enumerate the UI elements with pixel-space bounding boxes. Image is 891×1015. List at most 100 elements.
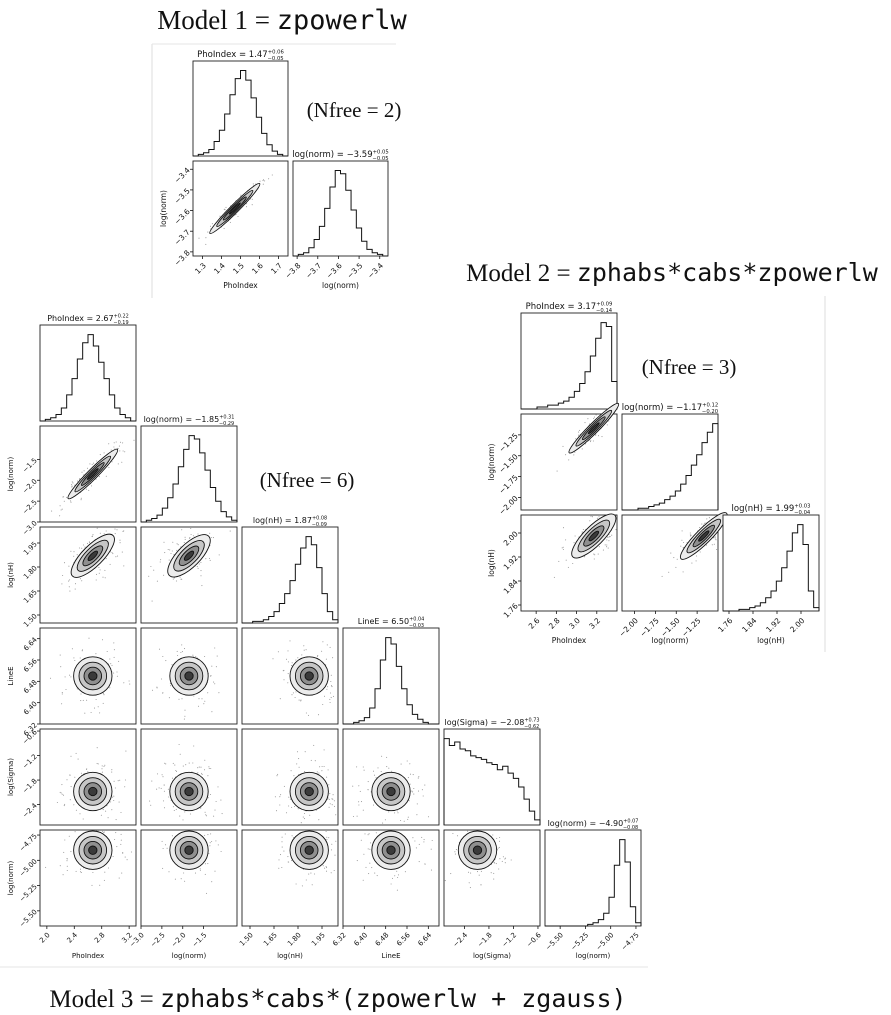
- y-tick-label: −3.8: [173, 248, 192, 267]
- parameter-title-main: log(norm) = −1.85: [144, 415, 220, 424]
- scatter-point: [111, 664, 113, 666]
- scatter-point: [606, 424, 608, 426]
- parameter-title-main: log(nH) = 1.87: [253, 516, 312, 525]
- y-tick-label: 2.00: [502, 529, 520, 547]
- x-axis-label: log(nH): [277, 952, 303, 960]
- scatter-point: [294, 696, 296, 699]
- scatter-point: [356, 766, 358, 768]
- model2-heading: Model 2 = zphabs*cabs*zpowerlw: [466, 258, 879, 287]
- x-tick-label: −5.25: [569, 931, 590, 952]
- scatter-point: [184, 715, 186, 717]
- scatter-point: [364, 833, 366, 835]
- scatter-point: [102, 809, 104, 811]
- scatter-point: [313, 744, 315, 746]
- scatter-point: [76, 480, 79, 482]
- x-ticks: −2.00−1.75−1.50−1.25: [617, 611, 703, 639]
- scatter-point: [106, 650, 108, 653]
- scatter-point: [326, 836, 328, 838]
- scatter-point: [208, 557, 211, 559]
- x-tick-label: −4.75: [620, 931, 641, 952]
- scatter-point: [170, 685, 172, 687]
- scatter-point: [201, 773, 203, 776]
- scatter-point: [120, 839, 122, 841]
- scatter-point: [160, 678, 163, 680]
- scatter-point: [211, 223, 213, 225]
- scatter-point: [321, 770, 323, 772]
- scatter-point: [71, 481, 73, 483]
- scatter-point: [386, 766, 388, 768]
- scatter-point: [310, 759, 312, 761]
- scatter-point: [455, 849, 457, 851]
- scatter-point: [175, 770, 178, 773]
- scatter-point: [367, 788, 369, 791]
- scatter-point: [403, 820, 405, 822]
- scatter-point: [293, 805, 296, 808]
- scatter-point: [303, 812, 306, 815]
- histogram-log(Sigma): [443, 738, 541, 825]
- scatter-point: [113, 442, 115, 444]
- scatter-point: [111, 551, 113, 554]
- panel-1-1: log(norm) = −3.59+0.05−0.05−3.8−3.7−3.6−…: [283, 150, 389, 291]
- scatter-point: [171, 664, 173, 666]
- scatter-point: [565, 559, 567, 561]
- y-tick-label: −2.5: [21, 498, 39, 516]
- parameter-title-plus: +0.73: [524, 718, 539, 724]
- scatter-point: [64, 803, 66, 805]
- scatter-point: [109, 687, 111, 689]
- scatter-point: [386, 756, 388, 758]
- scatter-point: [79, 871, 82, 873]
- scatter-point: [70, 676, 72, 678]
- scatter-point: [368, 833, 370, 835]
- scatter-point: [122, 442, 124, 444]
- scatter-point: [681, 539, 683, 541]
- scatter-point: [608, 420, 610, 422]
- scatter-point: [562, 527, 565, 529]
- scatter-point: [362, 766, 364, 768]
- parameter-title-minus: −0.29: [219, 421, 234, 427]
- parameter-title-minus: −0.04: [794, 510, 811, 516]
- x-axis-label: log(norm): [652, 636, 689, 645]
- scatter-point: [99, 712, 101, 714]
- scatter-point: [215, 840, 217, 842]
- parameter-title-minus: −0.08: [623, 825, 638, 831]
- scatter-point: [280, 794, 282, 796]
- scatter-point: [300, 700, 302, 702]
- scatter-point: [156, 788, 158, 790]
- x-tick-label: −0.6: [525, 931, 543, 949]
- scatter-point: [183, 541, 185, 544]
- scatter-point: [327, 686, 329, 688]
- x-tick-label: 1.84: [740, 616, 758, 634]
- scatter-point: [198, 698, 200, 700]
- scatter-point: [303, 818, 306, 820]
- scatter-point: [105, 475, 107, 477]
- scatter-point: [390, 883, 392, 885]
- scatter-point: [194, 872, 197, 874]
- scatter-point: [73, 551, 75, 553]
- scatter-point: [281, 841, 283, 843]
- scatter-point: [80, 497, 82, 499]
- scatter-point: [574, 535, 576, 537]
- scatter-point: [596, 517, 598, 519]
- scatter-point: [325, 867, 328, 869]
- y-tick-label: 6.48: [22, 679, 39, 696]
- scatter-point: [150, 804, 152, 806]
- parameter-title-main: log(norm) = −4.90: [548, 819, 624, 828]
- scatter-point: [65, 688, 67, 691]
- scatter-point: [185, 764, 187, 766]
- scatter-point: [109, 658, 111, 660]
- scatter-point: [216, 655, 218, 657]
- y-axis-label: log(norm): [7, 861, 15, 896]
- scatter-point: [214, 870, 216, 872]
- scatter-point: [104, 871, 106, 873]
- parameter-title: log(nH) = 1.87+0.08−0.09: [253, 516, 327, 529]
- scatter-point: [604, 544, 606, 546]
- scatter-point: [316, 655, 318, 658]
- scatter-point: [590, 439, 592, 441]
- scatter-point: [71, 485, 73, 487]
- panel-0-0: PhoIndex = 2.67+0.22−0.19: [39, 314, 137, 422]
- scatter-point: [182, 819, 184, 821]
- scatter-point: [311, 884, 313, 886]
- scatter-point: [271, 174, 273, 176]
